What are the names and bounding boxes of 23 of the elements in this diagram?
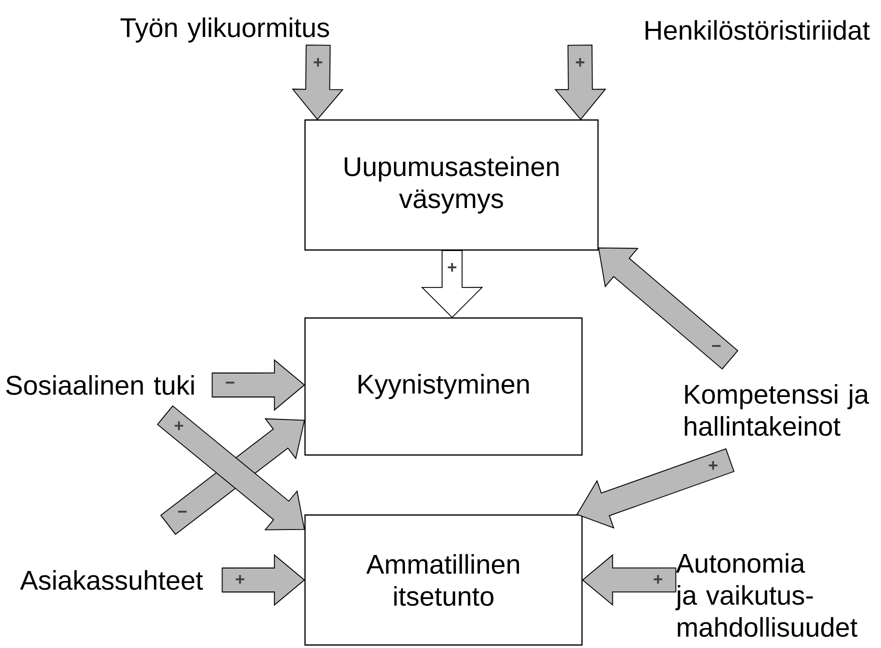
process-box: Kyynistyminen — [304, 317, 583, 456]
block-arrow — [222, 554, 306, 606]
factor-label: Kompetenssi ja hallintakeinot — [684, 384, 870, 436]
block-arrow — [582, 554, 676, 606]
block-arrow — [292, 44, 344, 120]
sign-label: + — [708, 460, 719, 472]
sign-label: + — [446, 262, 458, 274]
factor-label: Työn ylikuormitus — [120, 17, 329, 43]
process-box: Ammatillinen itsetunto — [304, 514, 583, 646]
sign-label: + — [312, 58, 324, 68]
block-arrow — [421, 250, 484, 318]
sign-label: + — [652, 574, 664, 586]
sign-label: − — [710, 344, 722, 352]
factor-label: Asiakassuhteet — [20, 570, 203, 590]
process-box: Uupumusasteinen väsymys — [304, 119, 599, 251]
factor-label: Henkilöstöristiriidat — [646, 20, 870, 40]
block-arrow — [554, 44, 606, 120]
block-arrow — [212, 359, 306, 411]
sign-label: + — [574, 58, 586, 68]
factor-label: Autonomia ja vaikutus-mahdollisuudet — [675, 553, 858, 637]
sign-label: + — [234, 574, 246, 586]
sign-label: − — [224, 381, 236, 389]
factor-label: Sosiaalinen tuki — [6, 375, 194, 395]
